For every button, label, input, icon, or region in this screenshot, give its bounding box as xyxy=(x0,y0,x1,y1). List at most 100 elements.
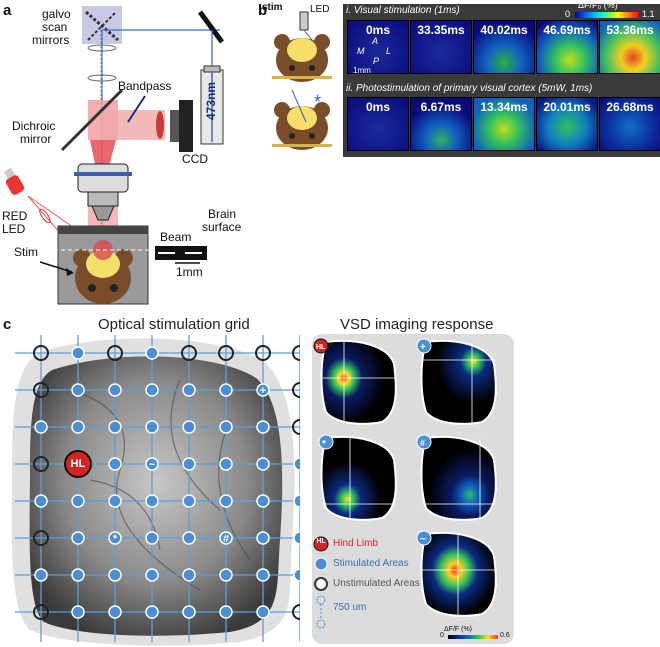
row1-frame: 0ms xyxy=(347,20,409,74)
stimulated-dot xyxy=(108,531,122,545)
stimulated-dot xyxy=(145,346,159,360)
panel-letter-b: b xyxy=(258,2,268,19)
colorbar-b-min: 0 xyxy=(565,9,571,19)
unstimulated-dot xyxy=(33,530,49,546)
row1-frame: 53.36ms xyxy=(599,20,660,74)
svg-text:*: * xyxy=(314,92,321,112)
unstimulated-dot xyxy=(33,345,49,361)
label-red: RED xyxy=(2,209,28,223)
unstimulated-dot xyxy=(181,345,197,361)
stimulated-dot xyxy=(145,531,159,545)
fold-mirror xyxy=(197,10,225,44)
label-led: LED xyxy=(2,222,26,236)
label-scan: scan xyxy=(42,20,68,34)
stimulated-dot xyxy=(256,383,270,397)
legend-hl-icon xyxy=(313,536,329,552)
orient-m: M xyxy=(357,46,365,56)
galvo-mirror xyxy=(85,10,119,42)
stimulated-dot xyxy=(71,605,85,619)
stimulated-dot xyxy=(145,494,159,508)
grid-marker-symbol: # xyxy=(223,533,229,545)
svg-text:#: # xyxy=(420,438,425,448)
unstimulated-dot xyxy=(33,604,49,620)
unstimulated-dot xyxy=(218,345,234,361)
legend-spacing-text: 750 um xyxy=(333,602,367,613)
row2-frame: 26.68ms xyxy=(599,97,660,151)
colorbar-b-max: 1.1 xyxy=(642,9,655,19)
stimulated-dot xyxy=(256,457,270,471)
stimulated-dot xyxy=(145,383,159,397)
stimulated-dot xyxy=(108,494,122,508)
orient-a: A xyxy=(372,36,379,46)
stimulated-dot xyxy=(256,605,270,619)
stimulated-dot xyxy=(219,420,233,434)
scale-b: 1mm xyxy=(353,66,371,75)
row1-time: 33.35ms xyxy=(417,23,465,37)
stimulated-dot xyxy=(71,346,85,360)
unstimulated-dot xyxy=(33,382,49,398)
label-stim: Stim xyxy=(14,245,38,259)
label-dichroic: Dichroic xyxy=(12,119,56,133)
row1-frame: 33.35ms xyxy=(410,20,472,74)
stimulated-dot xyxy=(71,420,85,434)
vsd-title: VSD imaging response xyxy=(340,316,494,333)
grid-title: Optical stimulation grid xyxy=(98,316,250,333)
vsd-responses: HL + * # ~ xyxy=(313,338,497,617)
stimulated-dot xyxy=(219,457,233,471)
vsd-response-tilde: ~ xyxy=(416,530,497,617)
colorbar-b xyxy=(575,12,639,18)
unstimulated-dot xyxy=(292,345,300,361)
row2-title: ii. Photostimulation of primary visual c… xyxy=(346,83,593,94)
mouse-illustrations-b: * xyxy=(272,11,332,150)
stimulated-dot xyxy=(256,494,270,508)
vsd-response-hl: HL xyxy=(313,338,397,425)
unstimulated-dot xyxy=(292,604,300,620)
objective-lens xyxy=(77,163,129,193)
legend-hl-badge: HL xyxy=(316,538,326,545)
stimulated-dot xyxy=(34,568,48,582)
stimulated-dot xyxy=(34,420,48,434)
stimulated-dot xyxy=(145,605,159,619)
red-beam-side xyxy=(100,110,165,140)
grid-marker-symbol: + xyxy=(260,385,266,397)
colorbar-c-min: 0 xyxy=(440,632,444,639)
beam-scale xyxy=(155,246,207,260)
stimulated-dot xyxy=(145,420,159,434)
panel-letter-a: a xyxy=(3,2,12,19)
red-lens xyxy=(156,111,164,139)
stimulated-dot xyxy=(293,568,300,582)
hind-limb-marker: HL xyxy=(64,450,92,478)
legend-stim-icon xyxy=(314,557,328,571)
stimulated-dot xyxy=(108,420,122,434)
stimulated-dot xyxy=(182,420,196,434)
label-scale-a: 1mm xyxy=(176,265,203,279)
optical-setup-diagram xyxy=(3,6,225,305)
legend-symbols xyxy=(313,536,329,629)
svg-text:+: + xyxy=(420,342,426,353)
row1-frame: 46.69ms xyxy=(536,20,598,74)
stimulated-dot xyxy=(108,568,122,582)
row1-time: 46.69ms xyxy=(543,23,591,37)
svg-text:*: * xyxy=(322,439,326,450)
stimulated-dot xyxy=(34,494,48,508)
ccd-camera xyxy=(179,100,193,152)
row2-time: 20.01ms xyxy=(543,100,591,114)
orient-l: L xyxy=(386,46,392,56)
bandpass-filter xyxy=(127,95,146,123)
label-surface: surface xyxy=(202,220,242,234)
vsd-response-star: * xyxy=(318,434,397,521)
stimulated-dot xyxy=(219,605,233,619)
row1-time: 40.02ms xyxy=(480,23,528,37)
row2-time: 0ms xyxy=(365,100,391,114)
row1-title: i. Visual stimulation (1ms) xyxy=(346,5,460,16)
row2-frame: 0ms xyxy=(347,97,409,151)
row2-time: 26.68ms xyxy=(606,100,654,114)
label-brain: Brain xyxy=(208,207,237,221)
label-galvo: galvo xyxy=(42,7,71,21)
unstimulated-dot xyxy=(292,419,300,435)
dichroic-mirror xyxy=(60,88,124,152)
stimulation-grid: +~*# xyxy=(11,335,300,646)
label-mirror: mirror xyxy=(20,132,52,146)
unstimulated-dot xyxy=(107,345,123,361)
stimulated-dot xyxy=(182,605,196,619)
